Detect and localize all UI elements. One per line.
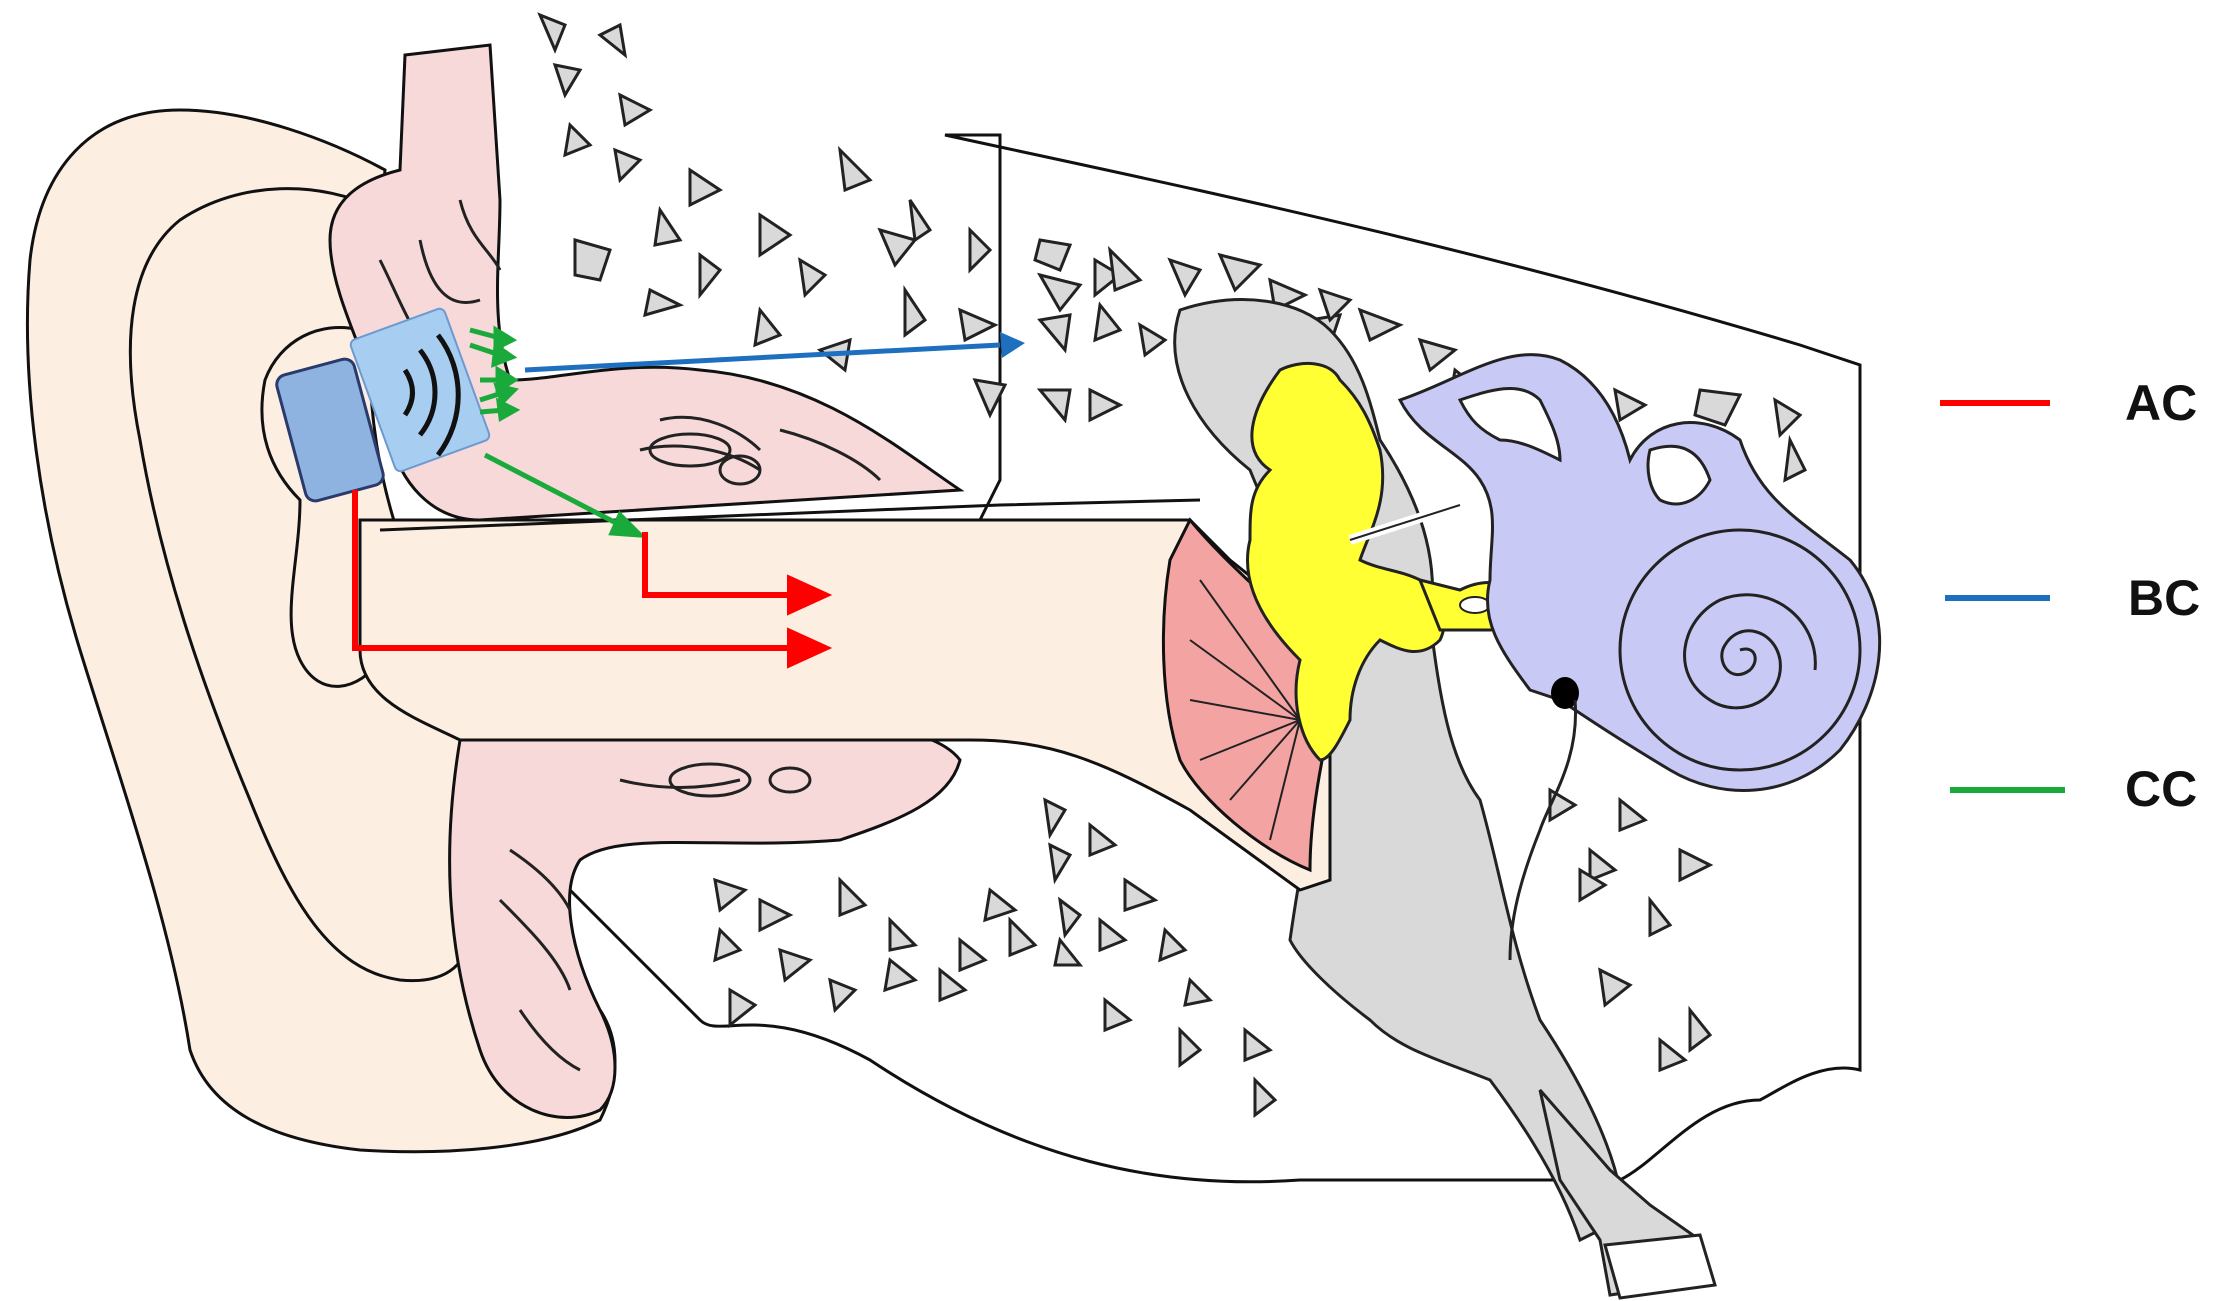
legend-label-cc: CC (2125, 761, 2197, 817)
ossicles (1245, 361, 1446, 762)
sound-wave-icon (349, 307, 491, 473)
cartilage-texture (378, 199, 882, 1072)
pinna-inner-fold (128, 187, 472, 983)
sound-waves (402, 333, 461, 457)
legend-item-bc: BC (1945, 570, 2200, 626)
round-window (1551, 677, 1579, 709)
legend-label-bc: BC (2128, 570, 2200, 626)
semicircular-canal-inner (1457, 386, 1562, 463)
pinna-antihelix (260, 325, 382, 688)
earpiece-icon (275, 357, 385, 503)
legend-item-cc: CC (1950, 761, 2197, 817)
ear-canal-upper-wall (379, 498, 1201, 532)
eustachian-tube-end (1603, 1233, 1717, 1300)
cc-arrows (469, 325, 647, 538)
semicircular-canal-right (1646, 444, 1712, 506)
eardrum-lines (1189, 579, 1301, 841)
legend-label-ac: AC (2125, 375, 2197, 431)
legend-item-ac: AC (1940, 375, 2197, 431)
cochlear-nerve (1508, 699, 1578, 961)
bc-arrow (524, 332, 1025, 373)
legend: AC BC CC (1940, 375, 2200, 817)
ac-arrows (352, 490, 833, 669)
ear-canal (358, 518, 1332, 892)
cochlea-spiral (1683, 593, 1817, 710)
